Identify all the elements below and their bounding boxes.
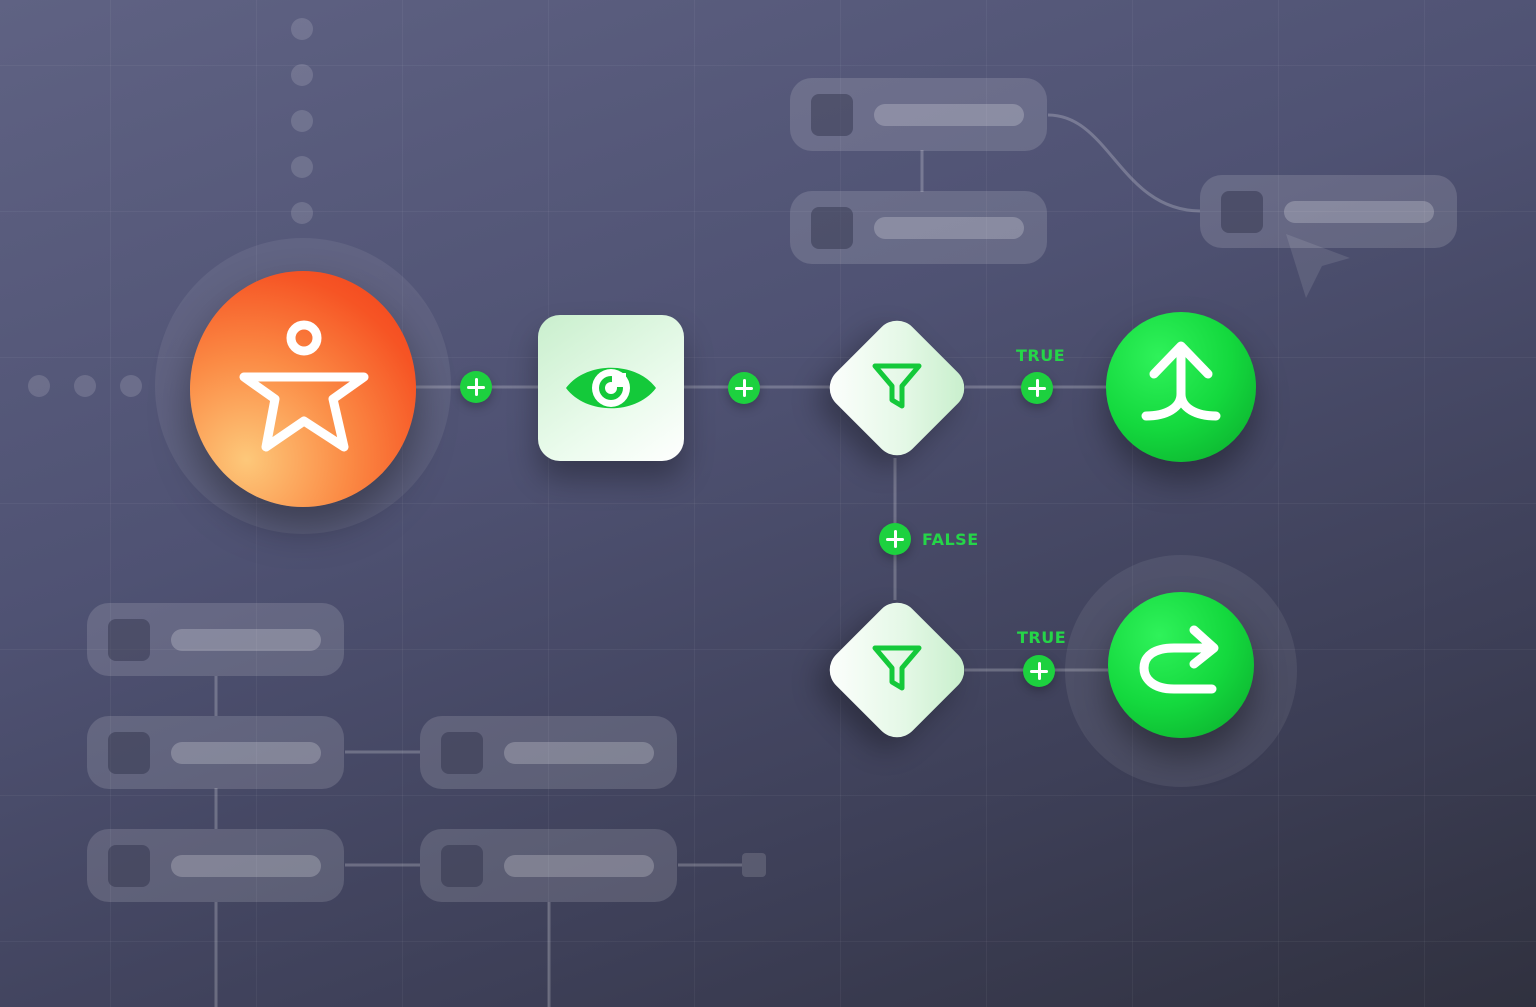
eye-icon [566, 367, 656, 409]
loop-node[interactable] [1108, 592, 1254, 738]
merge-node[interactable] [1106, 312, 1256, 462]
trigger-node[interactable] [190, 271, 416, 507]
false-branch-label: FALSE [922, 530, 979, 549]
placeholder-node [87, 829, 344, 902]
add-step-button[interactable] [1023, 655, 1055, 687]
decor-dot [291, 18, 313, 40]
u-turn-arrow-icon [1139, 625, 1219, 694]
decor-dot [120, 375, 142, 397]
ghost-endpoint [742, 853, 766, 877]
placeholder-node [790, 78, 1047, 151]
decor-dot [74, 375, 96, 397]
decor-dot [291, 110, 313, 132]
add-step-button[interactable] [728, 372, 760, 404]
merge-arrow-icon [1141, 341, 1221, 421]
add-step-button[interactable] [879, 523, 911, 555]
ghost-connector [1047, 113, 1201, 213]
star-person-icon [239, 320, 369, 452]
decor-dot [291, 202, 313, 224]
decor-dot [291, 156, 313, 178]
true-branch-label: TRUE [1016, 346, 1066, 365]
placeholder-node [87, 716, 344, 789]
true-branch-label: TRUE [1017, 628, 1067, 647]
cursor-arrow-icon [1286, 234, 1350, 298]
add-step-button[interactable] [1021, 372, 1053, 404]
placeholder-node [420, 716, 677, 789]
placeholder-node [1200, 175, 1457, 248]
decor-dot [28, 375, 50, 397]
watch-node[interactable] [538, 315, 684, 461]
placeholder-node [420, 829, 677, 902]
decor-dot [291, 64, 313, 86]
placeholder-node [87, 603, 344, 676]
add-step-button[interactable] [460, 371, 492, 403]
placeholder-node [790, 191, 1047, 264]
